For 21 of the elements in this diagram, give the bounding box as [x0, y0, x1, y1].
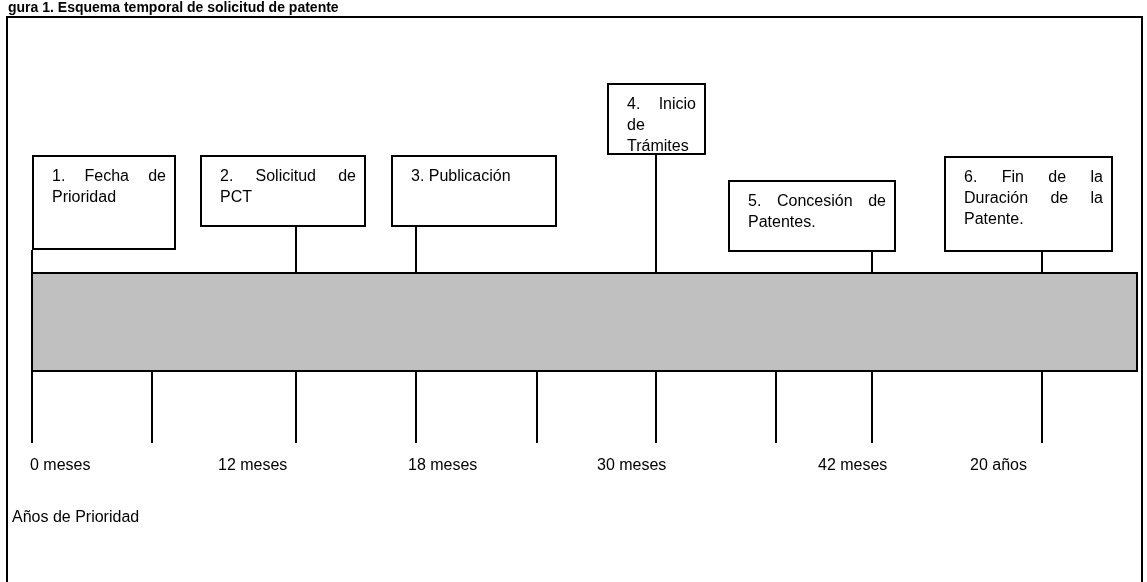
connector-line	[655, 154, 657, 274]
event-box: 6. Fin de la Duración de la Patente.	[944, 156, 1113, 252]
event-box: 4. Inicio de Trámites	[607, 83, 706, 155]
axis-note: Años de Prioridad	[12, 508, 140, 526]
event-box: 1. Fecha de Prioridad	[32, 155, 176, 250]
connector-line	[31, 249, 33, 274]
timeline-bar	[31, 272, 1138, 372]
tick-label: 12 meses	[218, 456, 288, 474]
connector-line	[415, 226, 417, 274]
tick-label: 0 meses	[30, 456, 91, 474]
event-box: 3. Publicación	[391, 155, 557, 227]
tick-label: 20 años	[970, 456, 1027, 474]
event-box: 5. Concesión de Patentes.	[728, 180, 896, 252]
tick-label: 30 meses	[597, 456, 667, 474]
tick-label: 42 meses	[818, 456, 888, 474]
connector-line	[1041, 251, 1043, 274]
connector-line	[295, 226, 297, 274]
figure-title: gura 1. Esquema temporal de solicitud de patente	[8, 0, 339, 15]
tick-label: 18 meses	[408, 456, 478, 474]
connector-line	[871, 251, 873, 274]
event-box: 2. Solicitud de PCT	[200, 155, 366, 227]
